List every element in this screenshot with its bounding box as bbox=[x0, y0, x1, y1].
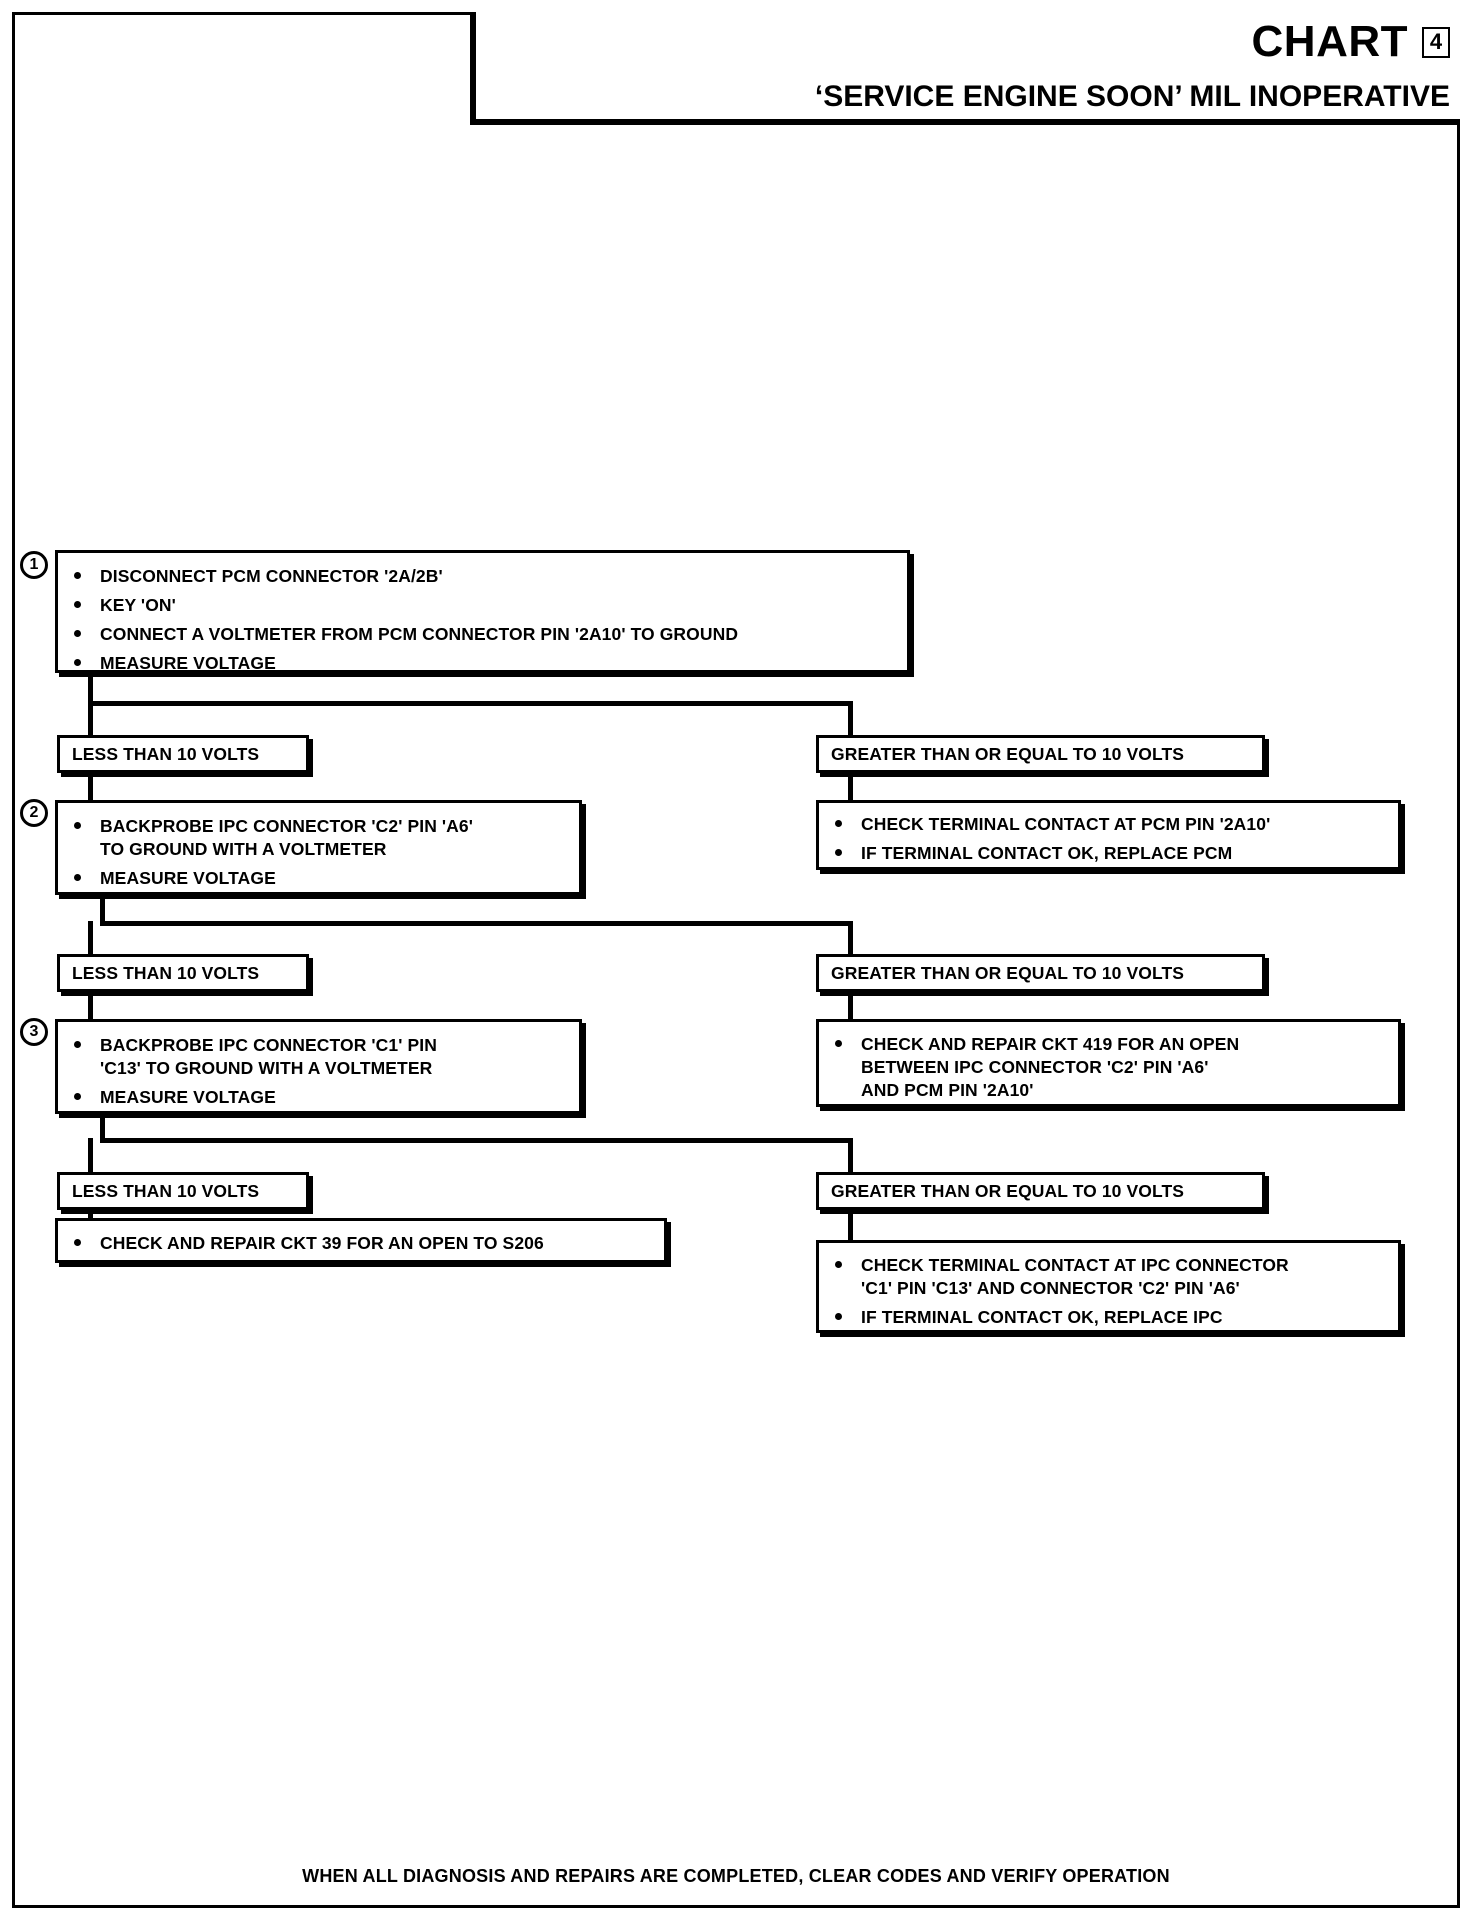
bullet-icon bbox=[835, 1313, 842, 1321]
bullet-icon bbox=[74, 659, 81, 667]
connector-vertical bbox=[88, 992, 93, 1020]
result-2-right-list: CHECK AND REPAIR CKT 419 FOR AN OPEN BET… bbox=[825, 1033, 1388, 1102]
bullet-icon bbox=[74, 1093, 81, 1101]
step-3-box: BACKPROBE IPC CONNECTOR 'C1' PIN 'C13' T… bbox=[55, 1019, 582, 1114]
connector-vertical bbox=[100, 1114, 105, 1142]
bullet-icon bbox=[835, 1261, 842, 1268]
result-2-right-box: CHECK AND REPAIR CKT 419 FOR AN OPEN BET… bbox=[816, 1019, 1401, 1107]
list-item: CHECK TERMINAL CONTACT AT PCM PIN '2A10' bbox=[825, 813, 1388, 836]
branch-label-less-1: LESS THAN 10 VOLTS bbox=[57, 735, 309, 773]
list-item: CHECK TERMINAL CONTACT AT IPC CONNECTOR … bbox=[825, 1254, 1388, 1300]
connector-vertical bbox=[848, 921, 853, 956]
bullet-icon bbox=[74, 1239, 81, 1246]
connector-horizontal bbox=[100, 1138, 853, 1143]
list-item: IF TERMINAL CONTACT OK, REPLACE PCM bbox=[825, 842, 1388, 865]
chart-title-row: CHART 4 bbox=[1252, 20, 1450, 64]
step-number-3: 3 bbox=[20, 1018, 48, 1046]
connector-horizontal bbox=[88, 701, 853, 706]
list-item: BACKPROBE IPC CONNECTOR 'C1' PIN 'C13' T… bbox=[64, 1034, 569, 1080]
chart-header: CHART 4 ‘SERVICE ENGINE SOON’ MIL INOPER… bbox=[470, 12, 1460, 125]
result-3-left-box: CHECK AND REPAIR CKT 39 FOR AN OPEN TO S… bbox=[55, 1218, 667, 1263]
step-number-2: 2 bbox=[20, 799, 48, 827]
list-item: CHECK AND REPAIR CKT 39 FOR AN OPEN TO S… bbox=[64, 1232, 654, 1255]
step-1-list: DISCONNECT PCM CONNECTOR '2A/2B' KEY 'ON… bbox=[64, 565, 897, 675]
step-1-box: DISCONNECT PCM CONNECTOR '2A/2B' KEY 'ON… bbox=[55, 550, 910, 673]
step-3-list: BACKPROBE IPC CONNECTOR 'C1' PIN 'C13' T… bbox=[64, 1034, 569, 1109]
branch-label-less-2: LESS THAN 10 VOLTS bbox=[57, 954, 309, 992]
branch-label-greater-2: GREATER THAN OR EQUAL TO 10 VOLTS bbox=[816, 954, 1265, 992]
page-title: CHART bbox=[1251, 17, 1408, 66]
connector-vertical bbox=[848, 1138, 853, 1174]
result-3-left-list: CHECK AND REPAIR CKT 39 FOR AN OPEN TO S… bbox=[64, 1232, 654, 1255]
list-item: CONNECT A VOLTMETER FROM PCM CONNECTOR P… bbox=[64, 623, 897, 646]
connector-vertical bbox=[88, 921, 93, 956]
branch-label-less-3: LESS THAN 10 VOLTS bbox=[57, 1172, 309, 1210]
list-item: MEASURE VOLTAGE bbox=[64, 652, 897, 675]
branch-label-greater-1: GREATER THAN OR EQUAL TO 10 VOLTS bbox=[816, 735, 1265, 773]
list-item: BACKPROBE IPC CONNECTOR 'C2' PIN 'A6' TO… bbox=[64, 815, 569, 861]
step-2-list: BACKPROBE IPC CONNECTOR 'C2' PIN 'A6' TO… bbox=[64, 815, 569, 890]
list-item: IF TERMINAL CONTACT OK, REPLACE IPC bbox=[825, 1306, 1388, 1329]
connector-vertical bbox=[848, 773, 853, 804]
connector-vertical bbox=[848, 1210, 853, 1243]
connector-vertical bbox=[848, 992, 853, 1020]
bullet-icon bbox=[74, 601, 81, 609]
list-item: DISCONNECT PCM CONNECTOR '2A/2B' bbox=[64, 565, 897, 588]
bullet-icon bbox=[74, 630, 81, 638]
bullet-icon bbox=[835, 820, 842, 827]
list-item: CHECK AND REPAIR CKT 419 FOR AN OPEN BET… bbox=[825, 1033, 1388, 1102]
footer-note: WHEN ALL DIAGNOSIS AND REPAIRS ARE COMPL… bbox=[302, 1866, 1170, 1886]
chart-subtitle: ‘SERVICE ENGINE SOON’ MIL INOPERATIVE bbox=[814, 80, 1450, 113]
result-3-right-list: CHECK TERMINAL CONTACT AT IPC CONNECTOR … bbox=[825, 1254, 1388, 1329]
bullet-icon bbox=[74, 572, 81, 579]
bullet-icon bbox=[835, 849, 842, 857]
connector-vertical bbox=[100, 895, 105, 925]
connector-vertical bbox=[88, 1138, 93, 1174]
result-3-right-box: CHECK TERMINAL CONTACT AT IPC CONNECTOR … bbox=[816, 1240, 1401, 1333]
step-2-box: BACKPROBE IPC CONNECTOR 'C2' PIN 'A6' TO… bbox=[55, 800, 582, 895]
bullet-icon bbox=[835, 1040, 842, 1047]
result-1-right-box: CHECK TERMINAL CONTACT AT PCM PIN '2A10'… bbox=[816, 800, 1401, 870]
result-1-right-list: CHECK TERMINAL CONTACT AT PCM PIN '2A10'… bbox=[825, 813, 1388, 865]
chart-number-badge: 4 bbox=[1422, 26, 1450, 58]
step-number-1: 1 bbox=[20, 551, 48, 579]
bullet-icon bbox=[74, 1041, 81, 1048]
connector-vertical bbox=[88, 673, 93, 706]
list-item: MEASURE VOLTAGE bbox=[64, 867, 569, 890]
connector-vertical bbox=[88, 773, 93, 804]
bullet-icon bbox=[74, 874, 81, 882]
connector-vertical bbox=[88, 701, 93, 737]
list-item: KEY 'ON' bbox=[64, 594, 897, 617]
connector-horizontal bbox=[100, 921, 853, 926]
branch-label-greater-3: GREATER THAN OR EQUAL TO 10 VOLTS bbox=[816, 1172, 1265, 1210]
list-item: MEASURE VOLTAGE bbox=[64, 1086, 569, 1109]
bullet-icon bbox=[74, 822, 81, 829]
connector-vertical bbox=[848, 701, 853, 737]
